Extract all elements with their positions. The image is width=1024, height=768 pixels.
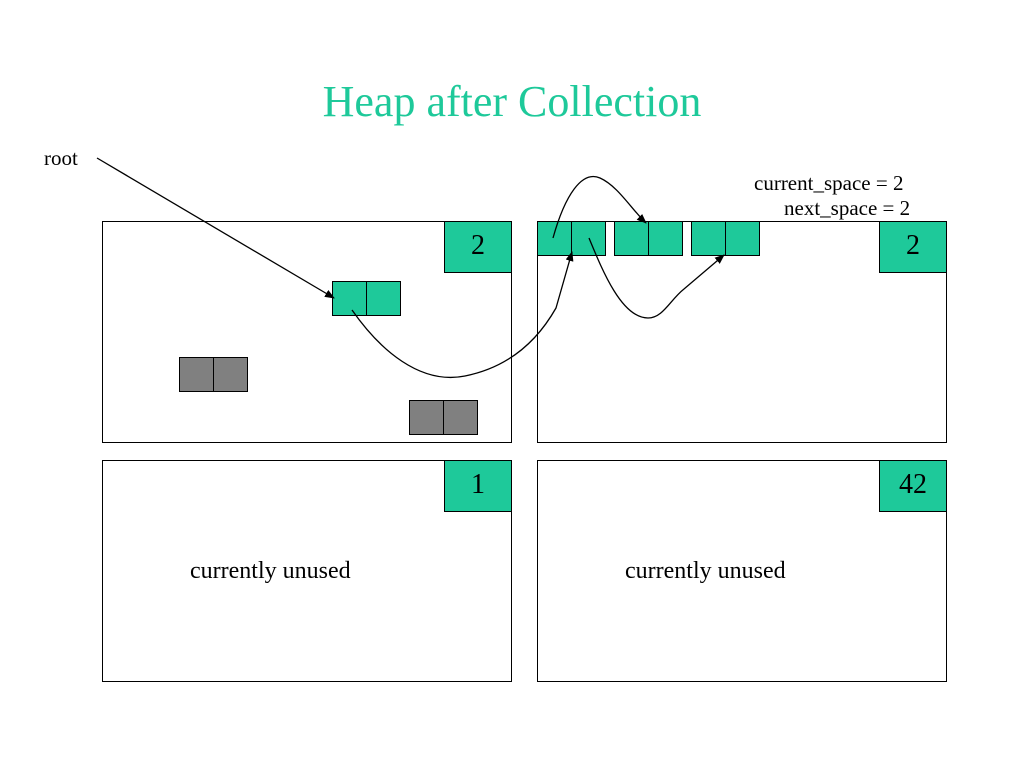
root-label: root [44,146,78,170]
copied-object-1 [537,221,606,256]
copied-object-3 [691,221,760,256]
object-field [572,221,606,256]
space-number-tag: 42 [879,460,947,512]
space-number-tag: 2 [879,221,947,273]
live-object-from-space [332,281,401,316]
object-field [179,357,214,392]
heap-region-bottom-right: 42 currently unused [537,460,947,682]
region-status-text: currently unused [190,558,351,584]
slide-title: Heap after Collection [322,77,702,126]
space-number-tag: 2 [444,221,512,273]
object-field [409,400,444,435]
next-space-label: next_space = 2 [784,196,911,220]
heap-region-bottom-left: 1 currently unused [102,460,512,682]
object-field [332,281,367,316]
object-field [537,221,572,256]
current-space-label: current_space = 2 [754,171,904,195]
object-field [614,221,649,256]
garbage-object [179,357,248,392]
space-number-tag: 1 [444,460,512,512]
region-status-text: currently unused [625,558,786,584]
object-field [367,281,401,316]
copied-object-2 [614,221,683,256]
object-field [726,221,760,256]
object-field [649,221,683,256]
object-field [214,357,248,392]
object-field [691,221,726,256]
garbage-object [409,400,478,435]
object-field [444,400,478,435]
